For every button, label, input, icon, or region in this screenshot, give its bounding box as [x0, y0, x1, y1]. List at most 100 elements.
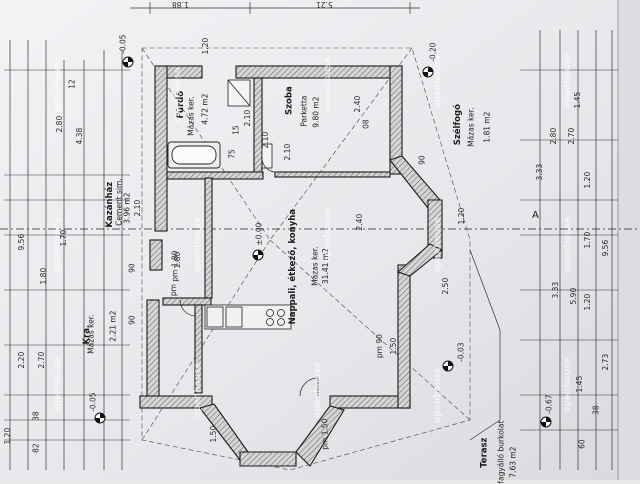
room-terasz-finish: fagyálló burkolat: [496, 420, 506, 484]
inner-dim-14: 90: [127, 315, 137, 325]
watermark-3: openhouse: [322, 57, 333, 113]
section-mark: A: [532, 210, 539, 221]
door-label-2: pm 90: [374, 334, 384, 359]
watermark-14: openhouse: [432, 367, 443, 423]
room-szelfogo-finish: Mázas ker.: [466, 107, 476, 147]
right-dim-9: 1.20: [583, 293, 593, 311]
right-dim-10: 2.73: [601, 353, 611, 371]
top-dimension-line: [130, 2, 420, 14]
right-dim-1: 2.80: [549, 127, 559, 145]
watermark-2: openhouse: [172, 67, 183, 123]
watermark-15: openhouse: [562, 357, 573, 413]
door-label-3: pm 1.50: [320, 418, 330, 450]
door-label-1: pm 1.80: [170, 250, 180, 282]
level-marker-bottom-left: [94, 412, 106, 424]
right-dim-7: 3.33: [551, 281, 561, 299]
inner-dim-13: pm: [168, 284, 178, 297]
right-dim-6: 9.56: [601, 239, 611, 257]
inner-dim-9: 2.10: [133, 199, 143, 217]
left-dim-0: 1.20: [3, 427, 13, 445]
right-dimension-lines: [520, 30, 618, 470]
level-marker-center: [252, 249, 264, 261]
inner-dim-3: 2.10: [261, 131, 271, 149]
left-dim-8: 82: [31, 443, 41, 453]
watermark-5: openhouse: [562, 53, 573, 109]
right-dim-8: 1.70: [583, 231, 593, 249]
right-dim-3: 3.33: [535, 163, 545, 181]
watermark-1: openhouse: [52, 57, 63, 113]
watermark-4: openhouse: [432, 53, 443, 109]
inner-dim-2: 15: [231, 125, 241, 135]
left-dim-10: 12: [67, 79, 77, 89]
level-marker-top-left: [122, 56, 134, 68]
left-dim-5: 1.80: [39, 267, 49, 285]
room-kazanhaz-area: 3.96 m2: [122, 192, 132, 224]
room-terasz-area: 7.63 m2: [508, 446, 518, 478]
door-swings: [179, 157, 319, 397]
inner-dim-4: 75: [227, 149, 237, 159]
left-dim-2: 4.38: [75, 127, 85, 145]
left-dimension-lines: [4, 40, 130, 470]
room-kamra-finish: Mázas ker.: [86, 314, 96, 354]
right-dim-2: 2.70: [567, 127, 577, 145]
room-kamra-area: 2.21 m2: [108, 310, 118, 342]
inner-dim-17: 2.50: [441, 277, 451, 295]
level-markers: [94, 56, 552, 428]
right-dim-4: 5.90: [569, 287, 579, 305]
top-dim-1: 1.88: [172, 0, 189, 9]
room-szelfogo-name: Szélfogó: [452, 104, 463, 146]
level-marker-top-right: [422, 66, 434, 78]
top-dim-2: 5.21: [316, 0, 333, 9]
room-nappali-finish: Mázas ker.: [310, 246, 320, 286]
walls: [139, 65, 411, 409]
second-sheet-edge: [618, 0, 640, 480]
level-marker-bottom-right: [540, 416, 552, 428]
left-dim-9: 2.70: [37, 351, 47, 369]
room-furdo-area: 4.72 m2: [200, 93, 210, 125]
bay-window-bottom: [199, 403, 345, 467]
inner-dim-16: 1.20: [457, 207, 467, 225]
right-dim-11: 38: [591, 405, 601, 415]
inner-dim-10: 2.40: [355, 213, 365, 231]
level-bottom-right-label: -0.67: [544, 394, 554, 414]
bathroom-fixtures: [227, 79, 273, 169]
room-furdo-finish: Mázas ker.: [186, 96, 196, 136]
left-dim-7: 38: [31, 411, 41, 421]
watermark-8: openhouse: [322, 207, 333, 263]
left-dim-1: 2.80: [55, 115, 65, 133]
room-szoba-finish: Parketta: [299, 95, 309, 127]
room-terasz-name: Terasz: [479, 437, 490, 468]
left-dim-6: 2.20: [17, 351, 27, 369]
watermark-11: openhouse: [52, 357, 63, 413]
room-szoba-area: 9.80 m2: [311, 96, 321, 128]
inner-dim-6: 2.40: [353, 95, 363, 113]
level-bottom-mid-label: -0.03: [456, 342, 466, 362]
watermark-6: openhouse: [52, 217, 63, 273]
inner-dim-8: 90: [417, 155, 427, 165]
right-dim-12: 60: [577, 439, 587, 449]
watermark-12: openhouse: [192, 362, 203, 418]
right-dim-5: 1.20: [583, 171, 593, 189]
inner-dim-1: 2.10: [243, 109, 253, 127]
inner-dim-11: 90: [127, 263, 137, 273]
room-nappali-name: Nappali, étkező, konyha: [288, 208, 299, 325]
watermark-13: openhouse: [312, 362, 323, 418]
watermark-7: openhouse: [192, 217, 203, 273]
terrace-outline: [469, 249, 501, 441]
right-dim-13: 1.45: [575, 375, 585, 393]
bay-window-right: [389, 155, 444, 277]
room-szoba-name: Szoba: [284, 86, 295, 116]
level-center-label: ±0.00: [254, 222, 264, 246]
kitchen-counter: [204, 304, 292, 330]
left-dim-3: 9.56: [17, 233, 27, 251]
room-szelfogo-area: 1.81 m2: [482, 111, 492, 143]
bathtub: [167, 141, 221, 169]
level-bottom-left-label: -0.05: [88, 392, 98, 412]
inner-dim-5: 2.10: [283, 143, 293, 161]
inner-dim-0: 1.20: [201, 37, 211, 55]
watermark-9: openhouse: [432, 217, 443, 273]
level-top-left-label: -0.05: [118, 34, 128, 54]
inner-dim-18: 1.50: [209, 425, 219, 443]
